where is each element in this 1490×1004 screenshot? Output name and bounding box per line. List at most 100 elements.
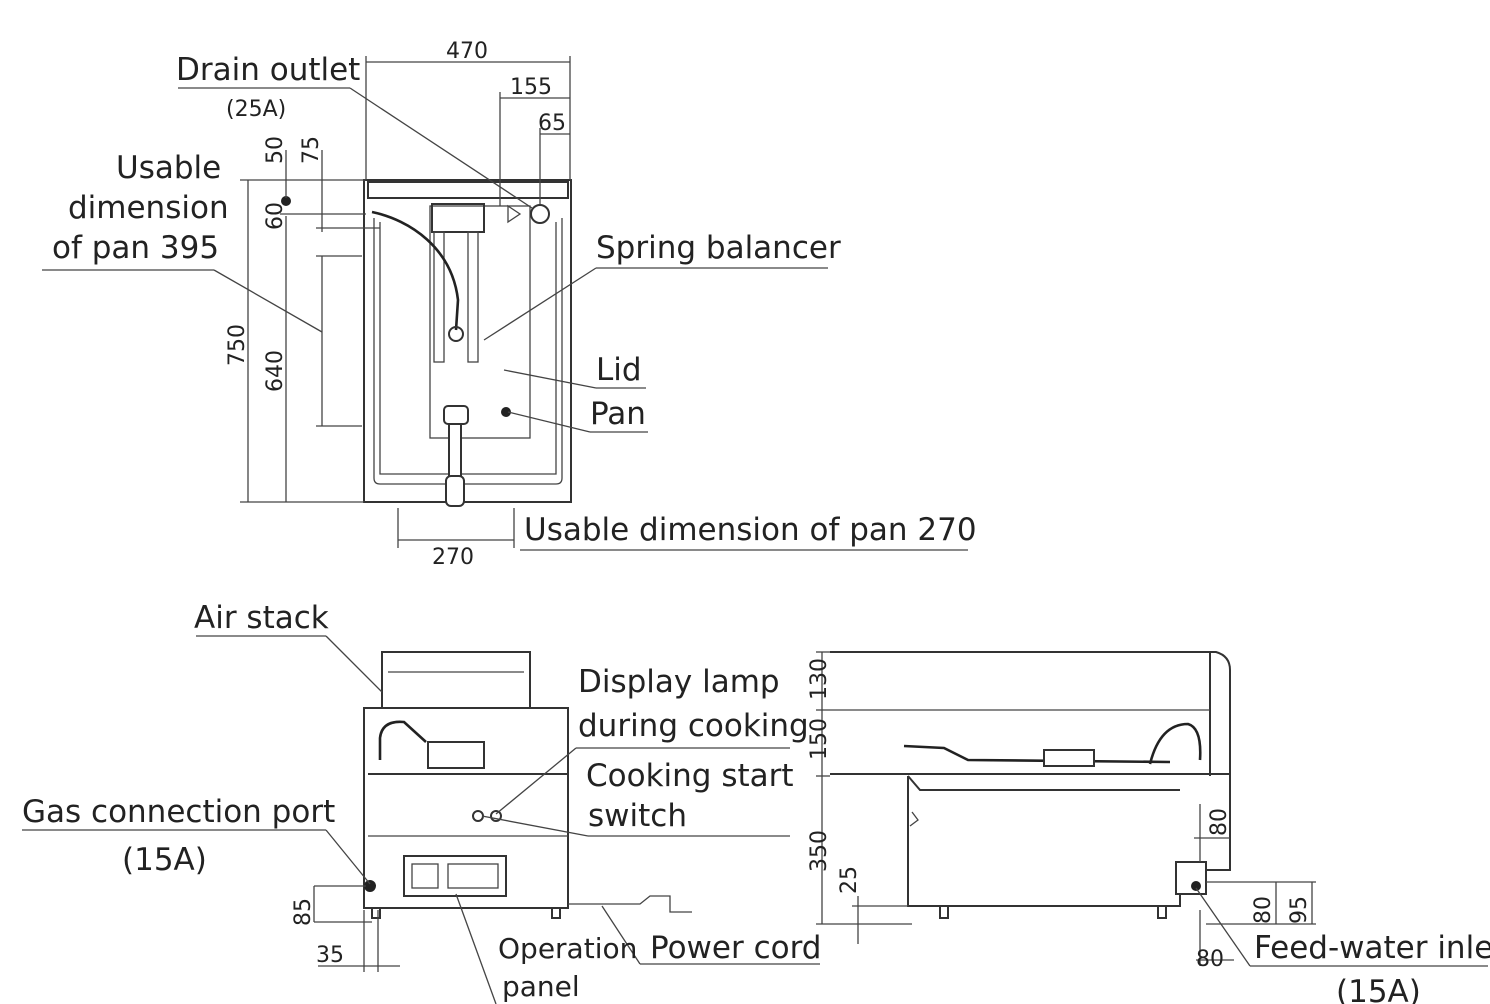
hose-end-fitting (448, 326, 464, 342)
dimension-numbers: 470 155 65 50 75 60 750 640 270 130 150 … (225, 39, 1312, 972)
dim-130: 130 (807, 658, 832, 700)
label-power-cord: Power cord (650, 930, 821, 966)
dim-25: 25 (837, 866, 862, 894)
leader-operation (455, 893, 497, 1004)
dim-75: 75 (299, 136, 324, 164)
label-display-lamp-1: Display lamp (578, 664, 780, 700)
front-view (363, 651, 692, 919)
lid-handle-clip (443, 405, 469, 425)
label-usable-270: Usable dimension of pan 270 (524, 512, 977, 548)
dim-350: 350 (807, 830, 832, 872)
dim-150: 150 (807, 718, 832, 760)
top-view-body-outline (363, 179, 572, 503)
leader-display (495, 747, 577, 815)
panel-display (411, 863, 439, 889)
side-foot-right (1157, 905, 1167, 919)
side-body-top-edge (907, 775, 1180, 791)
usable-dim-dot (281, 196, 291, 206)
label-display-lamp-2: during cooking (578, 708, 809, 744)
side-detail (909, 811, 919, 827)
spring-balancer-rod-left (433, 231, 445, 363)
label-air-stack: Air stack (194, 600, 329, 636)
spring-balancer-rod-right (467, 231, 479, 363)
label-drain-outlet: Drain outlet (176, 52, 360, 88)
dim-80c: 80 (1196, 947, 1224, 972)
leader-drain (349, 87, 533, 209)
pan-inner-outline (379, 222, 557, 475)
side-mechanism (1043, 749, 1095, 767)
pan-outline (373, 218, 563, 485)
dim-60: 60 (263, 202, 288, 230)
feed-water-fitting (1175, 861, 1207, 895)
side-lid-outline (830, 651, 1231, 776)
front-foot-right (551, 907, 561, 919)
label-feed-water-size: (15A) (1336, 974, 1421, 1004)
label-cooking-start-2: switch (588, 798, 687, 834)
leader-air-stack (325, 635, 383, 693)
dim-65: 65 (538, 111, 566, 136)
labels: Drain outlet (25A) Usable dimension of p… (22, 52, 1490, 1004)
spring-balancer-housing (431, 203, 485, 233)
leader-power (601, 905, 641, 965)
top-view-leaders (42, 87, 828, 433)
label-gas-port-size: (15A) (122, 842, 207, 878)
start-switch (472, 810, 484, 822)
dim-85: 85 (291, 898, 316, 926)
leader-pan (507, 411, 591, 433)
pan-indicator-dot (501, 407, 511, 417)
power-cord (568, 895, 692, 913)
dim-80a: 80 (1207, 808, 1232, 836)
operation-panel (403, 855, 507, 897)
front-hose (378, 720, 427, 760)
feed-water-point (1191, 881, 1201, 891)
lid-handle-grip (445, 475, 465, 507)
label-usable-2: dimension (68, 190, 229, 226)
side-view (830, 651, 1231, 919)
label-usable-3: of pan 395 (52, 230, 219, 266)
drain-outlet-circle (530, 204, 550, 224)
dim-155: 155 (510, 75, 552, 100)
dim-35: 35 (316, 943, 344, 968)
leader-cooking (481, 815, 589, 837)
label-drain-outlet-size: (25A) (226, 97, 286, 122)
lid-outline (429, 205, 531, 439)
label-gas-port: Gas connection port (22, 794, 335, 830)
side-foot-left (939, 905, 949, 919)
drain-hose (371, 210, 460, 331)
top-view-back-rim (367, 181, 569, 199)
leader-usable (213, 269, 323, 333)
label-spring-balancer: Spring balancer (596, 230, 841, 266)
label-operation-2: panel (502, 970, 580, 1003)
leader-feed (1195, 887, 1251, 967)
side-view-annotations (816, 651, 1488, 967)
panel-buttons (447, 863, 499, 889)
label-usable-1: Usable (116, 150, 221, 186)
leader-spring (483, 267, 597, 341)
front-mechanism (427, 741, 485, 769)
label-feed-water: Feed-water inlet (1254, 930, 1490, 966)
dim-95: 95 (1287, 896, 1312, 924)
side-hose (1148, 722, 1202, 765)
label-lid: Lid (596, 352, 642, 388)
gas-port (364, 880, 376, 892)
side-handle (903, 744, 1171, 764)
label-operation-1: Operation (498, 932, 637, 965)
display-lamp (490, 810, 502, 822)
top-view-dimensions (240, 56, 968, 551)
label-pan: Pan (590, 396, 646, 432)
drain-outlet-arrow-marker (507, 204, 522, 224)
leader-gas (325, 829, 371, 885)
lid-handle-stem (448, 423, 462, 481)
leader-lid (503, 369, 597, 389)
dim-750: 750 (225, 324, 250, 366)
dim-640: 640 (263, 350, 288, 392)
dim-470: 470 (446, 39, 488, 64)
front-body (363, 707, 569, 909)
front-foot-left (371, 907, 381, 919)
dim-80b: 80 (1251, 896, 1276, 924)
top-view (281, 179, 572, 507)
dim-270: 270 (432, 545, 474, 570)
front-view-annotations (22, 635, 820, 1004)
